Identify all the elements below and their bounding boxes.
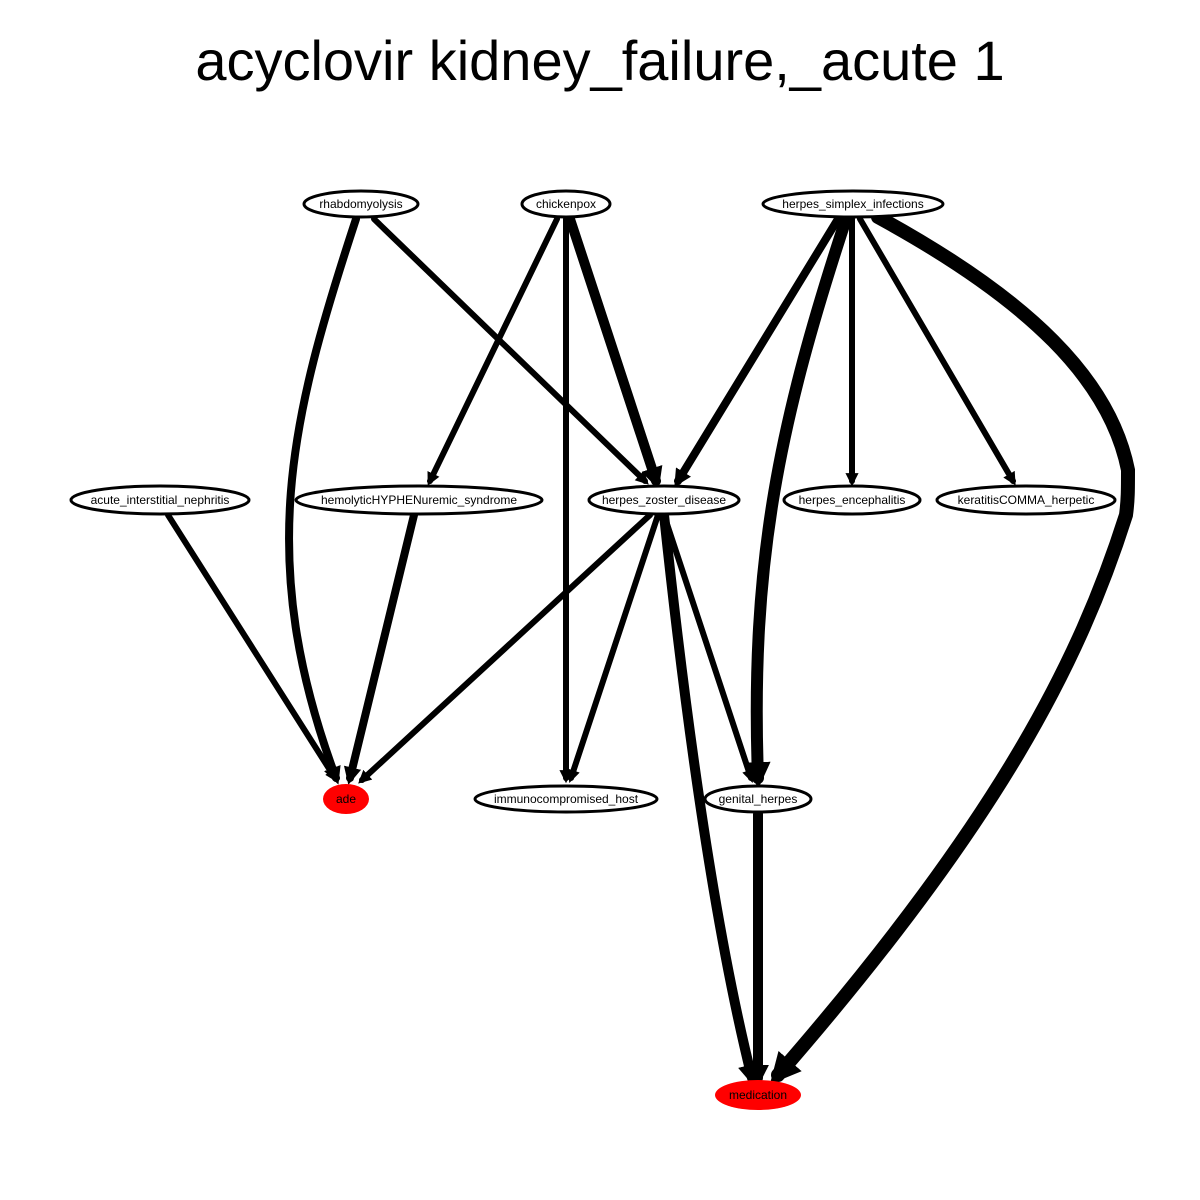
edge-herpes_zoster_disease-to-genital_herpes	[661, 512, 755, 784]
node-shape	[761, 189, 945, 219]
node-shape	[587, 484, 741, 516]
edge-herpes_zoster_disease-to-medication	[659, 510, 760, 1087]
node-label: keratitisCOMMA_herpetic	[958, 493, 1095, 507]
node-shape	[715, 1080, 801, 1110]
node-label: immunocompromised_host	[494, 792, 639, 806]
edge-chickenpox-to-herpes_zoster_disease	[565, 214, 663, 490]
edge-rhabdomyolysis-to-ade	[285, 215, 360, 785]
node-shape	[782, 484, 922, 516]
node-shape	[69, 484, 251, 516]
node-keratitisCOMMA_herpetic: keratitisCOMMA_herpetic	[935, 484, 1117, 516]
node-layer: rhabdomyolysis chickenpox herpes_simplex_i…	[69, 189, 1117, 1110]
edge-herpes_simplex_infections-to-herpes_zoster_disease	[674, 215, 842, 488]
node-shape	[294, 484, 544, 516]
edge-rhabdomyolysis-to-herpes_zoster_disease	[371, 216, 649, 485]
node-label: chickenpox	[536, 197, 596, 211]
node-label: hemolyticHYPHENuremic_syndrome	[321, 493, 517, 507]
node-label: genital_herpes	[719, 792, 798, 806]
node-herpes_encephalitis: herpes_encephalitis	[782, 484, 922, 516]
node-label: herpes_encephalitis	[799, 493, 906, 507]
edge-acute_interstitial_nephritis-to-ade	[165, 512, 338, 783]
node-shape	[520, 189, 612, 219]
node-ade: ade	[323, 784, 369, 814]
node-label: herpes_zoster_disease	[602, 493, 726, 507]
node-label: herpes_simplex_infections	[782, 197, 923, 211]
edge-herpes_zoster_disease-to-ade	[358, 512, 653, 784]
edge-layer	[165, 210, 1136, 1087]
node-shape	[473, 784, 659, 814]
node-chickenpox: chickenpox	[520, 189, 612, 219]
node-hemolyticHYPHENuremic_syndrome: hemolyticHYPHENuremic_syndrome	[294, 484, 544, 516]
edge-chickenpox-to-hemolyticHYPHENuremic_syndrome	[427, 216, 560, 486]
node-genital_herpes: genital_herpes	[703, 784, 813, 814]
edge-herpes_zoster_disease-to-immunocompromised_host	[567, 512, 661, 784]
node-herpes_simplex_infections: herpes_simplex_infections	[761, 189, 945, 219]
edge-herpes_simplex_infections-to-genital_herpes	[744, 213, 852, 789]
node-label: acute_interstitial_nephritis	[91, 493, 230, 507]
node-medication: medication	[715, 1080, 801, 1110]
page-title: acyclovir kidney_failure,_acute 1	[195, 29, 1005, 92]
node-label: medication	[729, 1088, 787, 1102]
node-label: ade	[336, 792, 356, 806]
node-rhabdomyolysis: rhabdomyolysis	[302, 189, 420, 219]
node-shape	[302, 189, 420, 219]
edge-herpes_simplex_infections-to-medication	[769, 210, 1136, 1085]
node-shape	[703, 784, 813, 814]
node-acute_interstitial_nephritis: acute_interstitial_nephritis	[69, 484, 251, 516]
edge-herpes_simplex_infections-to-keratitisCOMMA_herpetic	[857, 216, 1016, 486]
node-herpes_zoster_disease: herpes_zoster_disease	[587, 484, 741, 516]
edge-hemolyticHYPHENuremic_syndrome-to-ade	[343, 511, 418, 785]
node-shape	[323, 784, 369, 814]
node-shape	[935, 484, 1117, 516]
node-label: rhabdomyolysis	[319, 197, 402, 211]
node-immunocompromised_host: immunocompromised_host	[473, 784, 659, 814]
